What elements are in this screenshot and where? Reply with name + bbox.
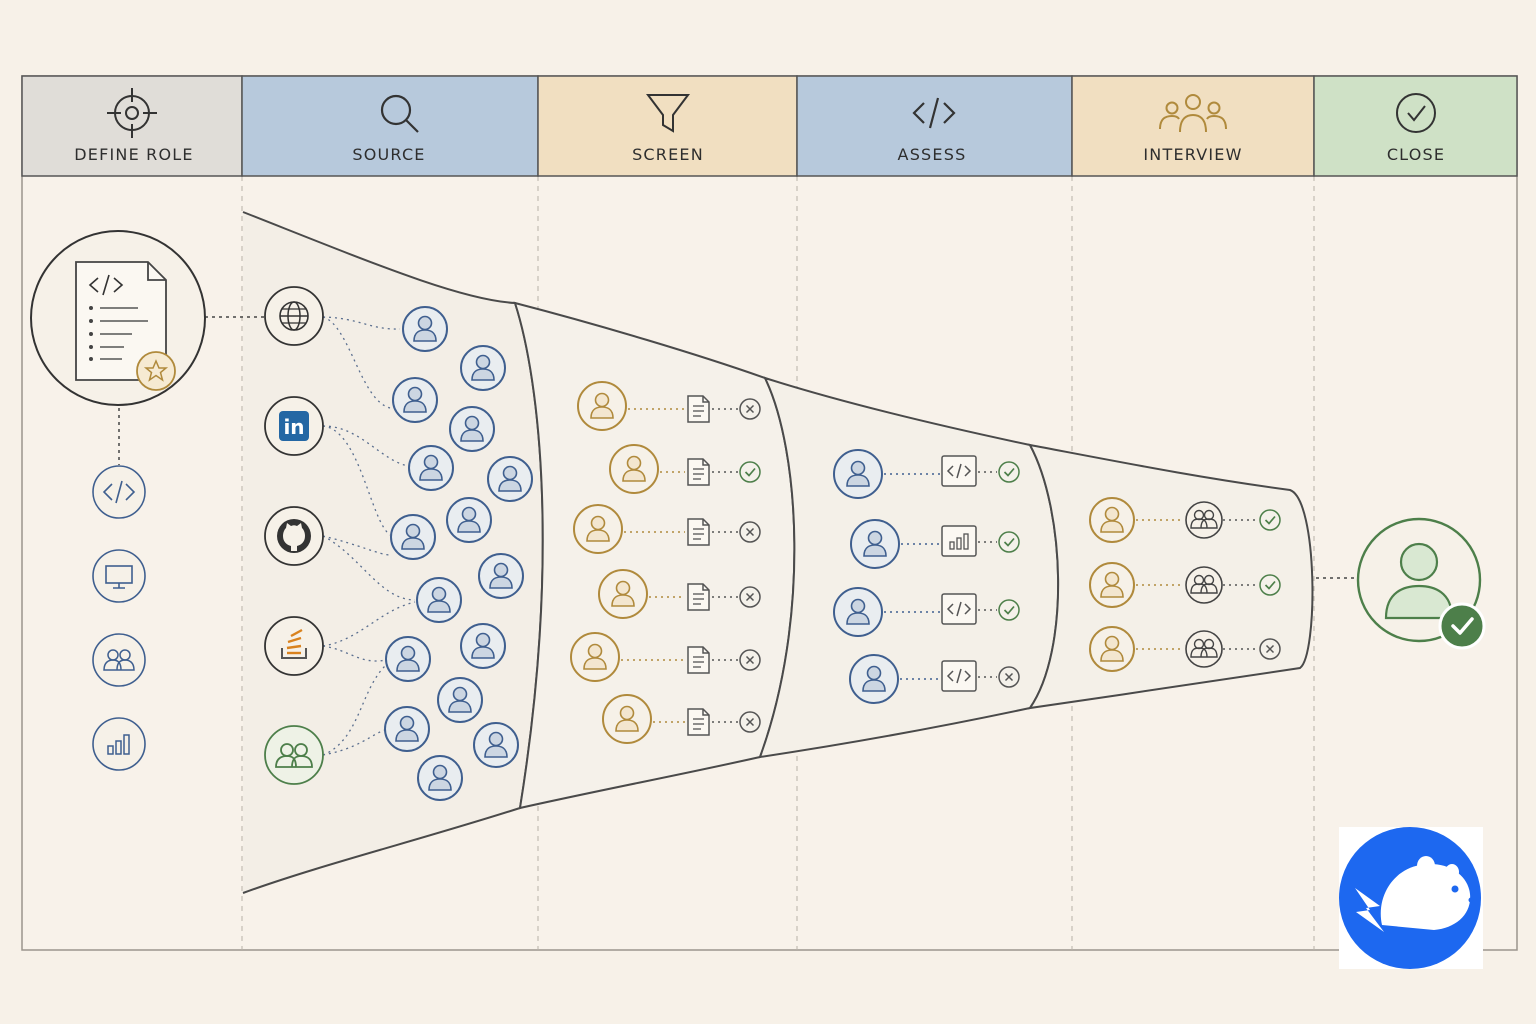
interviewed-candidate-avatar [1089, 497, 1135, 543]
candidate-avatar [390, 514, 436, 560]
pass-check-icon [998, 461, 1020, 483]
resume-doc-icon [687, 708, 710, 736]
assessed-candidate-avatar [833, 587, 883, 637]
reject-x-icon [998, 666, 1020, 688]
candidate-avatar [478, 553, 524, 599]
pass-check-icon [998, 531, 1020, 553]
assessed-candidate-avatar [833, 449, 883, 499]
job-description-icon [30, 230, 206, 406]
star-badge-icon [136, 351, 176, 391]
resume-doc-icon [687, 518, 710, 546]
assessment-code-icon [941, 660, 977, 692]
resume-doc-icon [687, 583, 710, 611]
define-role-group [30, 230, 265, 771]
candidate-avatar [402, 306, 448, 352]
pass-check-icon [1259, 574, 1281, 596]
requirement-people-icon [92, 633, 146, 687]
interview-panel-icon [1185, 566, 1223, 604]
column-dividers [241, 176, 1315, 950]
resume-doc-icon [687, 646, 710, 674]
reject-x-icon [739, 649, 761, 671]
linkedin-icon-label: in [283, 415, 304, 439]
screen-rows [570, 381, 761, 744]
check-circle-icon [1396, 93, 1436, 133]
source-github-icon [264, 506, 324, 566]
assessed-candidate-avatar [849, 654, 899, 704]
assessment-code-icon [941, 455, 977, 487]
screened-candidate-avatar [570, 632, 620, 682]
stage-close-cell [1313, 75, 1518, 177]
hamster-logo-icon [1339, 827, 1483, 969]
reject-x-icon [739, 521, 761, 543]
source-globe-icon [264, 286, 324, 346]
pass-check-icon [739, 461, 761, 483]
candidate-pool [384, 306, 533, 801]
candidate-avatar [416, 577, 462, 623]
candidate-avatar [385, 636, 431, 682]
screened-candidate-avatar [573, 504, 623, 554]
stage-label-close: CLOSE [1387, 145, 1445, 164]
requirement-bar-chart-icon [92, 717, 146, 771]
source-stackoverflow-icon [264, 616, 324, 676]
candidate-avatar [449, 406, 495, 452]
candidate-avatar [473, 722, 519, 768]
reject-x-icon [1259, 638, 1281, 660]
stage-assess-cell [796, 75, 1073, 177]
assess-rows [833, 449, 1020, 704]
stage-interview-cell [1071, 75, 1315, 177]
source-linkedin-icon: in [264, 396, 324, 456]
reject-x-icon [739, 398, 761, 420]
resume-doc-icon [687, 458, 710, 486]
assessment-chart-icon [941, 525, 977, 557]
screened-candidate-avatar [602, 694, 652, 744]
candidate-avatar [392, 377, 438, 423]
interview-panel-icon [1185, 630, 1223, 668]
requirement-monitor-icon [92, 549, 146, 603]
check-icon [1438, 602, 1486, 650]
resume-doc-icon [687, 395, 710, 423]
stage-label-interview: INTERVIEW [1143, 145, 1242, 164]
candidate-avatar [384, 706, 430, 752]
stage-header: DEFINE ROLE SOURCE SCREEN ASSESS INTERVI… [21, 75, 1518, 177]
candidate-avatar [446, 497, 492, 543]
candidate-avatar [460, 623, 506, 669]
close-group [1316, 517, 1486, 650]
source-channels: in [264, 286, 324, 785]
screened-candidate-avatar [598, 569, 648, 619]
assessment-code-icon [941, 593, 977, 625]
stage-label-define-role: DEFINE ROLE [74, 145, 193, 164]
reject-x-icon [739, 586, 761, 608]
interviewed-candidate-avatar [1089, 562, 1135, 608]
source-connectors [322, 316, 416, 756]
source-community-icon [264, 725, 324, 785]
interviewed-candidate-avatar [1089, 626, 1135, 672]
candidate-avatar [408, 445, 454, 491]
assessed-candidate-avatar [850, 519, 900, 569]
stage-label-source: SOURCE [352, 145, 425, 164]
interview-rows [1089, 497, 1281, 672]
candidate-avatar [417, 755, 463, 801]
stage-label-screen: SCREEN [632, 145, 704, 164]
magnifier-icon [380, 94, 419, 133]
candidate-avatar [460, 345, 506, 391]
candidate-avatar [437, 677, 483, 723]
reject-x-icon [739, 711, 761, 733]
candidate-avatar [487, 456, 533, 502]
code-icon [912, 97, 956, 129]
stage-label-assess: ASSESS [898, 145, 967, 164]
interview-panel-icon [1185, 501, 1223, 539]
screened-candidate-avatar [609, 444, 659, 494]
requirement-code-icon [92, 465, 146, 519]
people-group-icon [1159, 94, 1227, 133]
pass-check-icon [1259, 509, 1281, 531]
target-icon [107, 88, 157, 138]
screened-candidate-avatar [577, 381, 627, 431]
funnel-icon [646, 94, 690, 133]
pass-check-icon [998, 599, 1020, 621]
